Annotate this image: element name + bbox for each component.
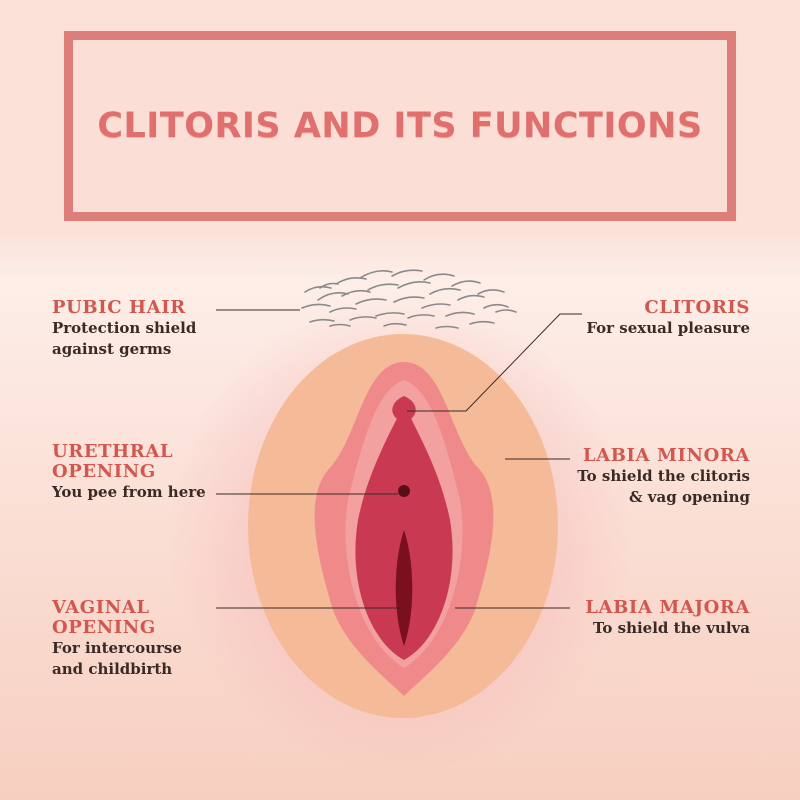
- labia-majora-heading: LABIA MAJORA: [585, 597, 750, 618]
- clitoris-shape: [392, 396, 416, 424]
- vaginal-opening-label: VAGINAL OPENING For intercourse and chil…: [52, 598, 182, 680]
- labia-minora-desc-line1: To shield the clitoris: [577, 467, 750, 485]
- clitoris-desc: For sexual pleasure: [586, 319, 750, 337]
- clitoris-heading: CLITORIS: [644, 297, 750, 318]
- page-title: CLITORIS AND ITS FUNCTIONS: [97, 106, 703, 146]
- vaginal-heading-line2: OPENING: [52, 617, 156, 638]
- labia-majora-desc: To shield the vulva: [592, 619, 750, 637]
- leader-lines: [216, 309, 582, 609]
- pubic-hair-heading: PUBIC HAIR: [52, 297, 186, 318]
- clitoris-label: CLITORIS For sexual pleasure: [586, 298, 750, 339]
- vaginal-opening-shape: [395, 530, 413, 646]
- labia-minora-desc-line2: & vag opening: [629, 488, 750, 506]
- pubic-hair-desc-line2: against germs: [52, 340, 172, 358]
- urethral-desc: You pee from here: [52, 483, 206, 501]
- urethral-opening-label: URETHRAL OPENING You pee from here: [52, 442, 206, 503]
- title-box: CLITORIS AND ITS FUNCTIONS: [64, 31, 736, 221]
- vaginal-desc-line1: For intercourse: [52, 639, 182, 657]
- labia-minora-label: LABIA MINORA To shield the clitoris & va…: [577, 446, 750, 508]
- pubic-hair-illustration: [301, 269, 517, 329]
- labia-majora-label: LABIA MAJORA To shield the vulva: [585, 598, 750, 639]
- vaginal-desc-line2: and childbirth: [52, 660, 173, 678]
- labia-minora-heading: LABIA MINORA: [582, 445, 750, 466]
- urethral-heading-line1: URETHRAL: [52, 441, 174, 462]
- pubic-hair-label: PUBIC HAIR Protection shield against ger…: [52, 298, 196, 360]
- urethral-opening-dot: [398, 485, 410, 497]
- pubic-hair-desc-line1: Protection shield: [52, 319, 197, 337]
- urethral-heading-line2: OPENING: [52, 461, 156, 482]
- vaginal-heading-line1: VAGINAL: [52, 597, 150, 618]
